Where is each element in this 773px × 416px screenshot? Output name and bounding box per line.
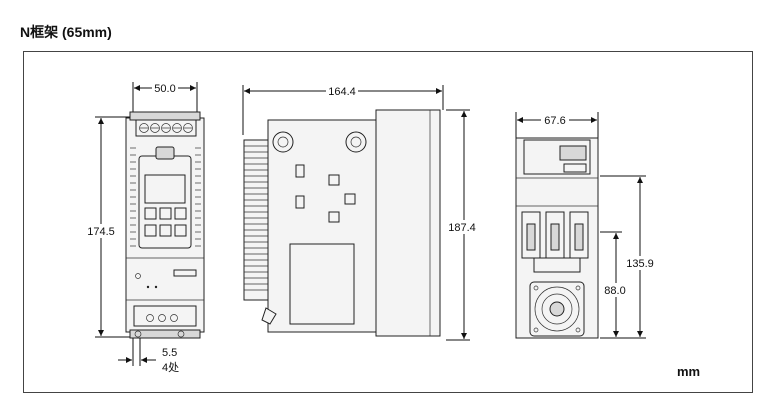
mount-hole [345, 131, 367, 153]
dim-side-height: 187.4 [448, 222, 476, 234]
side-front-cover [375, 109, 441, 337]
drawing-frame [23, 51, 753, 393]
terminal-base [533, 257, 581, 273]
rj45-port [559, 145, 587, 161]
dim-side-depth: 164.4 [328, 86, 356, 98]
bottom-mount-tab [129, 329, 201, 339]
bottom-view: 67.6 135.9 88.0 [515, 112, 656, 339]
front-view: 50.0 174.5 [84, 81, 205, 374]
label-slot [173, 269, 197, 277]
dim-bottom-width: 67.6 [544, 115, 565, 127]
dim-hole-count: 4处 [162, 361, 179, 374]
top-mount-tab [129, 111, 201, 121]
up-key [174, 207, 187, 220]
figure-title: N框架 (65mm) [20, 24, 112, 40]
side-slot [328, 211, 340, 223]
dim-bottom-height-1: 135.9 [626, 258, 654, 270]
display-screen [144, 174, 186, 204]
dim-bottom-height-2: 88.0 [604, 285, 625, 297]
bottom-clip [261, 307, 277, 325]
up-key [144, 207, 157, 220]
mount-hole [272, 131, 294, 153]
side-view: 164.4 187.4 [242, 84, 478, 341]
up-key [159, 207, 172, 220]
side-slot [295, 164, 305, 178]
dim-front-width: 50.0 [154, 83, 175, 95]
stop-key [144, 224, 157, 237]
reset-key [174, 224, 187, 237]
side-slot [328, 174, 340, 186]
side-label-area [289, 243, 355, 325]
run-key [159, 224, 172, 237]
connector-pins [563, 163, 587, 173]
dim-hole-size: 5.5 [162, 347, 177, 359]
heatsink [243, 139, 269, 301]
keypad-clip [155, 146, 175, 160]
side-slot [344, 193, 356, 205]
side-slot [295, 195, 305, 209]
unit-label: mm [677, 364, 701, 379]
dim-front-height: 174.5 [87, 226, 115, 238]
